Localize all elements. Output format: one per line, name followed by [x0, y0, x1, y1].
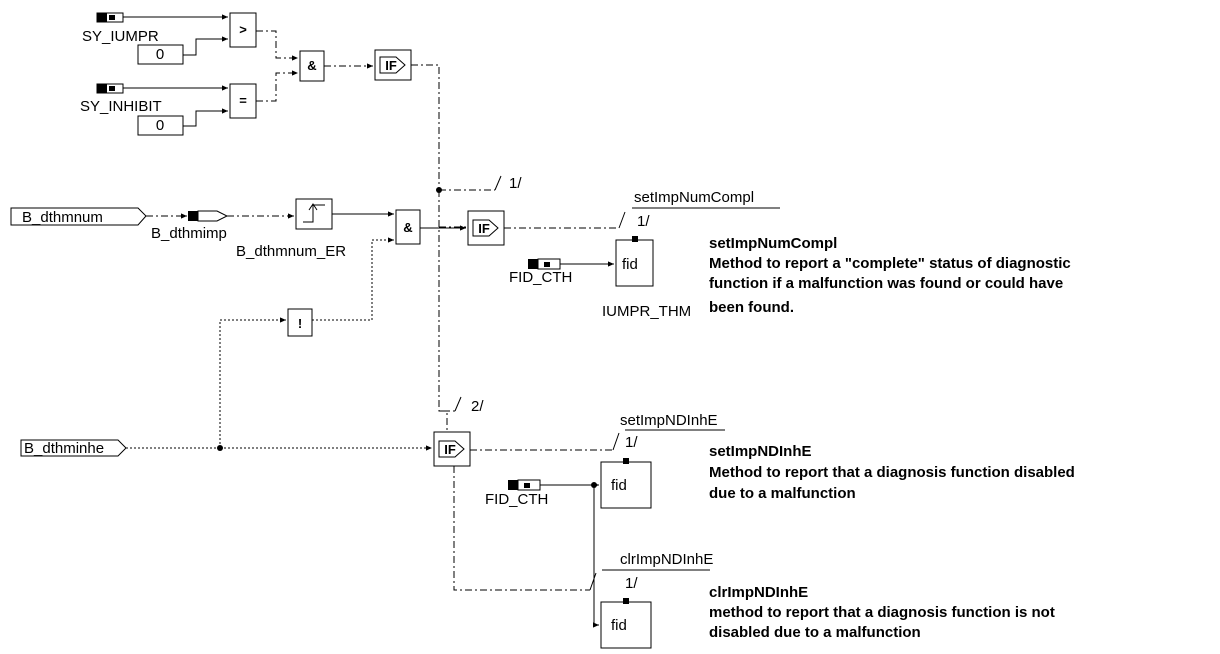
- method-block-set-imp-nd-inhe[interactable]: fid: [600, 458, 652, 509]
- sy-iumpr-message-icon[interactable]: [96, 12, 124, 23]
- and-symbol-2: &: [403, 220, 412, 235]
- not-block[interactable]: [287, 308, 313, 337]
- description-title: setImpNDInhE: [709, 443, 812, 460]
- b-dthmimp-message-icon[interactable]: [188, 210, 229, 222]
- equals-block[interactable]: [229, 83, 257, 119]
- description-line: due to a malfunction: [709, 485, 856, 502]
- clr-imp-nd-inhe-index: 1/: [625, 575, 638, 592]
- description-line: method to report that a diagnosis functi…: [709, 604, 1055, 621]
- b-dthminhe-label: B_dthminhe: [24, 440, 104, 457]
- description-line: Method to report a "complete" status of …: [709, 255, 1071, 272]
- b-dthminhe-input-port[interactable]: B_dthminhe: [20, 439, 127, 457]
- greater-than-block[interactable]: [229, 12, 257, 48]
- description-line: been found.: [709, 299, 794, 316]
- method-block-clr-imp-nd-inhe[interactable]: fid: [600, 598, 652, 649]
- sy-inhibit-message-icon[interactable]: [96, 83, 124, 94]
- if-symbol-3: IF: [444, 442, 456, 457]
- b-dthmnum-label: B_dthmnum: [22, 209, 103, 226]
- fid-label-1: fid: [622, 256, 638, 273]
- set-imp-nd-inhe-wire-label: setImpNDInhE: [620, 412, 718, 429]
- set-imp-num-compl-index: 1/: [637, 213, 650, 230]
- fid-cth-2-message-icon[interactable]: [508, 479, 541, 491]
- description-line: Method to report that a diagnosis functi…: [709, 464, 1075, 481]
- rising-edge-block[interactable]: [295, 198, 333, 230]
- if-block-3[interactable]: IF: [433, 431, 471, 467]
- clr-imp-nd-inhe-wire-label: clrImpNDInhE: [620, 551, 713, 568]
- branch-2-label: 2/: [471, 398, 484, 415]
- if-symbol-1: IF: [385, 58, 397, 73]
- const-inhibit-value: 0: [156, 117, 164, 134]
- set-imp-num-compl-wire-label: setImpNumCompl: [634, 189, 754, 206]
- b-dthmnum-input-port[interactable]: B_dthmnum: [10, 207, 147, 226]
- fid-cth-1-message-icon[interactable]: [528, 258, 561, 270]
- greater-than-symbol: >: [239, 22, 247, 37]
- not-symbol: !: [298, 316, 302, 331]
- method-block-set-imp-num-compl[interactable]: fid: [615, 236, 654, 287]
- sy-iumpr-label: SY_IUMPR: [82, 28, 159, 45]
- if-block-2[interactable]: IF: [467, 210, 505, 246]
- equals-symbol: =: [239, 93, 247, 108]
- description-line: function if a malfunction was found or c…: [709, 275, 1063, 292]
- and-block-2[interactable]: [395, 209, 421, 245]
- description-title: clrImpNDInhE: [709, 584, 808, 601]
- if-symbol-2: IF: [478, 221, 490, 236]
- fid-label-2: fid: [611, 477, 627, 494]
- fid-cth-1-label: FID_CTH: [509, 269, 572, 286]
- const-iumpr-value: 0: [156, 46, 164, 63]
- description-set-imp-nd-inhe: setImpNDInhE Method to report that a dia…: [709, 443, 1075, 502]
- description-clr-imp-nd-inhe: clrImpNDInhE method to report that a dia…: [709, 584, 1055, 641]
- fid-label-3: fid: [611, 617, 627, 634]
- iumpr-thm-label: IUMPR_THM: [602, 303, 691, 320]
- fid-cth-2-label: FID_CTH: [485, 491, 548, 508]
- sy-inhibit-label: SY_INHIBIT: [80, 98, 162, 115]
- branch-1-label: 1/: [509, 175, 522, 192]
- description-title: setImpNumCompl: [709, 235, 837, 252]
- description-line: disabled due to a malfunction: [709, 624, 921, 641]
- description-set-imp-num-compl: setImpNumCompl Method to report a "compl…: [709, 235, 1071, 316]
- if-block-1[interactable]: IF: [374, 49, 412, 81]
- set-imp-nd-inhe-index: 1/: [625, 434, 638, 451]
- b-dthmimp-label: B_dthmimp: [151, 225, 227, 242]
- and-symbol-1: &: [307, 58, 316, 73]
- b-dthmnum-er-label: B_dthmnum_ER: [236, 243, 346, 260]
